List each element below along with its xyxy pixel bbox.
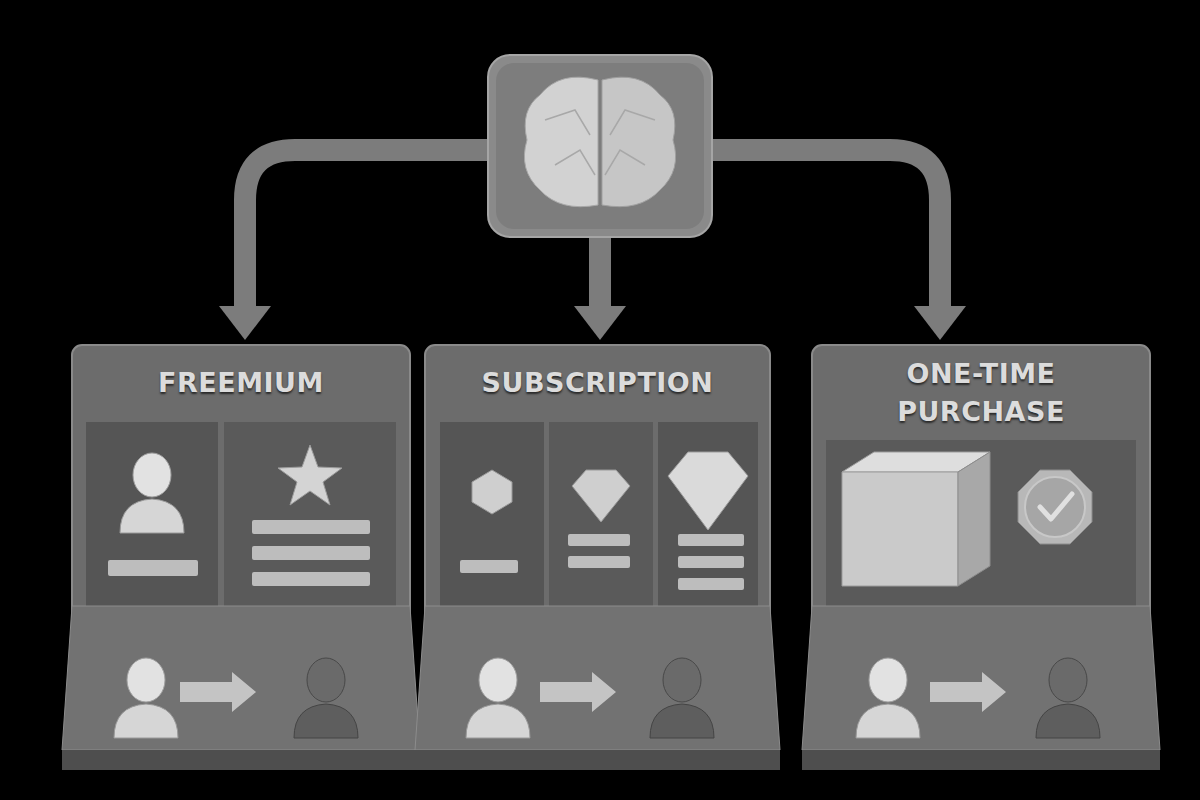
panel-heading: FREEMIUM (158, 364, 324, 402)
panel-box: SUBSCRIPTION (425, 345, 770, 421)
panel-heading: SUBSCRIPTION (482, 364, 714, 402)
panel-box: ONE-TIME PURCHASE (812, 345, 1150, 440)
panel-heading: ONE-TIME PURCHASE (871, 355, 1091, 431)
panel-box: FREEMIUM (72, 345, 410, 421)
